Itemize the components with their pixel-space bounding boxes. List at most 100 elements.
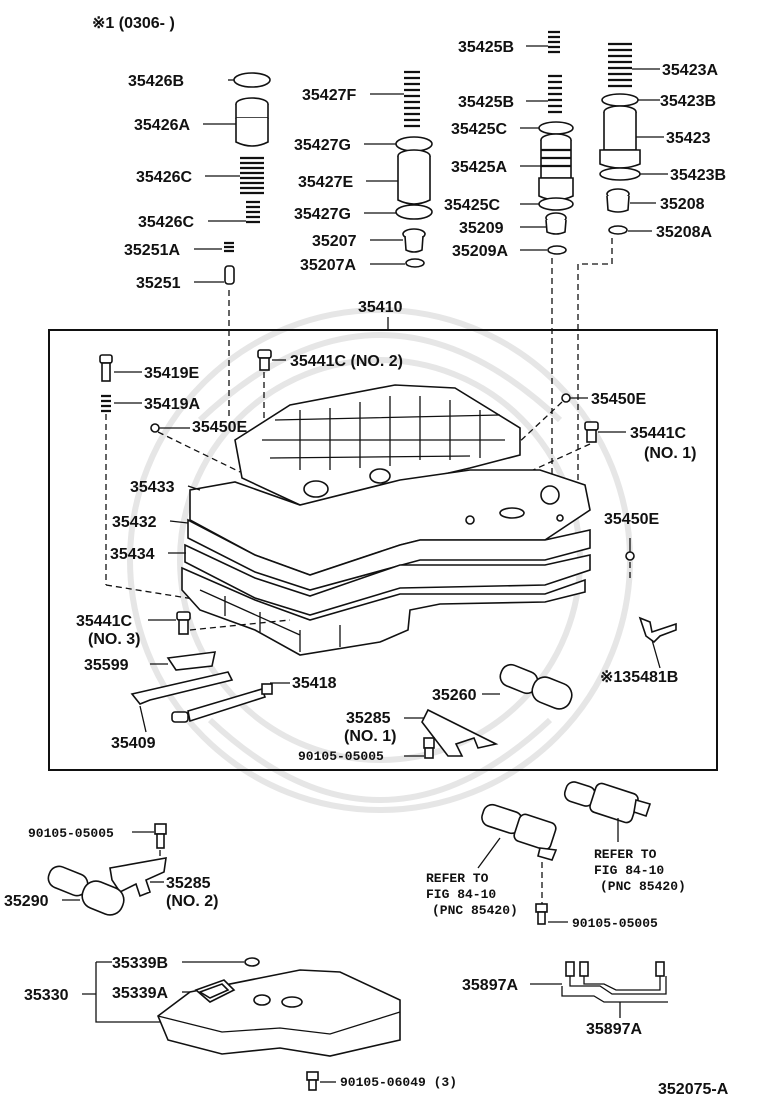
label-35419E: 35419E: [144, 365, 199, 382]
figure-id: 352075-A: [658, 1081, 729, 1098]
label-35339A: 35339A: [112, 985, 168, 1002]
label-35285-no1-sub: (NO. 1): [344, 728, 396, 745]
part-bolt-90105-06049: [306, 1071, 319, 1091]
label-35441C-no3-sub: (NO. 3): [88, 631, 140, 648]
label-35432: 35432: [112, 514, 157, 531]
label-90105-06049: 90105-06049 (3): [340, 1075, 457, 1090]
label-35208A: 35208A: [656, 224, 712, 241]
part-35427E: [397, 149, 431, 205]
label-35897A-b: 35897A: [586, 1021, 642, 1038]
label-35209: 35209: [459, 220, 504, 237]
note-label: ※1 (0306- ): [92, 15, 175, 32]
part-35290-solenoid: [47, 865, 125, 916]
label-35260: 35260: [432, 687, 477, 704]
label-35339B: 35339B: [112, 955, 168, 972]
label-35426A: 35426A: [134, 117, 190, 134]
part-35209A: [547, 245, 567, 255]
label-refer-a-3: (PNC 85420): [432, 903, 518, 918]
part-35432-gasket: [187, 518, 591, 591]
part-35426C-spring-b: [246, 200, 260, 224]
label-35410: 35410: [358, 299, 403, 316]
label-35427G-b: 35427G: [294, 206, 351, 223]
part-35251: [224, 265, 235, 285]
part-35427G-b: [395, 204, 433, 220]
label-35207A: 35207A: [300, 257, 356, 274]
part-35599: [166, 651, 217, 671]
part-solenoid-refer-b: [563, 781, 652, 824]
part-35330-strainer: [157, 969, 401, 1057]
part-lower-valve-body: [181, 566, 586, 656]
part-35426C-spring-a: [240, 156, 264, 195]
part-solenoid-refer-a: [481, 803, 558, 861]
part-bolt-90105-05005-a: [423, 737, 435, 759]
part-35897A-pipes: [561, 961, 668, 1003]
part-35419A: [101, 394, 111, 413]
part-35339B: [244, 957, 260, 967]
label-35285-no2: 35285: [166, 875, 211, 892]
part-35441C-no1: [584, 421, 599, 443]
label-35441C-no1: 35441C: [630, 425, 686, 442]
part-35423B-b: [599, 167, 641, 181]
label-35423B-a: 35423B: [660, 93, 716, 110]
part-35251A: [224, 241, 234, 253]
part-upper-valve-body: [234, 384, 521, 506]
part-35285-no1: [421, 708, 499, 757]
label-refer-b-3: (PNC 85420): [600, 879, 686, 894]
label-35427F: 35427F: [302, 87, 356, 104]
part-35426B: [233, 72, 271, 88]
part-35423B-a: [601, 93, 639, 107]
part-35426A: [235, 97, 269, 147]
label-refer-a-1: REFER TO: [426, 871, 489, 886]
part-35450E-a: [150, 423, 160, 433]
valve-body-box: [48, 329, 718, 771]
part-35207: [402, 228, 426, 253]
label-35434: 35434: [110, 546, 155, 563]
label-35425A: 35425A: [451, 159, 507, 176]
part-35260-solenoid: [499, 663, 573, 710]
label-35897A-a: 35897A: [462, 977, 518, 994]
part-35441C-no2: [257, 349, 272, 371]
part-35209: [545, 212, 567, 235]
label-35419A: 35419A: [144, 396, 200, 413]
label-35599: 35599: [84, 657, 129, 674]
part-35441C-no3: [176, 611, 191, 635]
part-35425A: [538, 133, 574, 201]
part-bolt-90105-05005-b: [154, 823, 167, 849]
part-35208A: [608, 225, 628, 235]
part-35425B-a: [548, 30, 560, 54]
part-35427F: [404, 70, 420, 128]
label-35441C-no2: 35441C (NO. 2): [290, 353, 403, 370]
label-90105-05005-a: 90105-05005: [298, 749, 384, 764]
label-35285-no1: 35285: [346, 710, 391, 727]
part-35425C-a: [538, 121, 574, 135]
part-35450E-c: [625, 551, 635, 561]
part-35434-gasket: [184, 543, 591, 616]
part-35418-rod: [171, 683, 273, 723]
label-35450E-a: 35450E: [192, 419, 247, 436]
label-35450E-c: 35450E: [604, 511, 659, 528]
label-35433: 35433: [130, 479, 175, 496]
label-35427E: 35427E: [298, 174, 353, 191]
label-35290: 35290: [4, 893, 49, 910]
label-35441C-no1-sub: (NO. 1): [644, 445, 696, 462]
label-35425C-b: 35425C: [444, 197, 500, 214]
label-35207: 35207: [312, 233, 357, 250]
label-35251A: 35251A: [124, 242, 180, 259]
part-35425C-b: [538, 197, 574, 211]
label-35426C-b: 35426C: [138, 214, 194, 231]
part-35425B-b: [548, 74, 562, 114]
label-35425C-a: 35425C: [451, 121, 507, 138]
label-35209A: 35209A: [452, 243, 508, 260]
part-35427G-a: [395, 136, 433, 152]
part-35409-lever: [130, 671, 234, 705]
label-35208: 35208: [660, 196, 705, 213]
label-35409: 35409: [111, 735, 156, 752]
label-35423A: 35423A: [662, 62, 718, 79]
part-35285-no2: [109, 857, 167, 898]
part-135481B: [638, 616, 677, 644]
label-35251: 35251: [136, 275, 181, 292]
label-35418: 35418: [292, 675, 337, 692]
label-35426B: 35426B: [128, 73, 184, 90]
